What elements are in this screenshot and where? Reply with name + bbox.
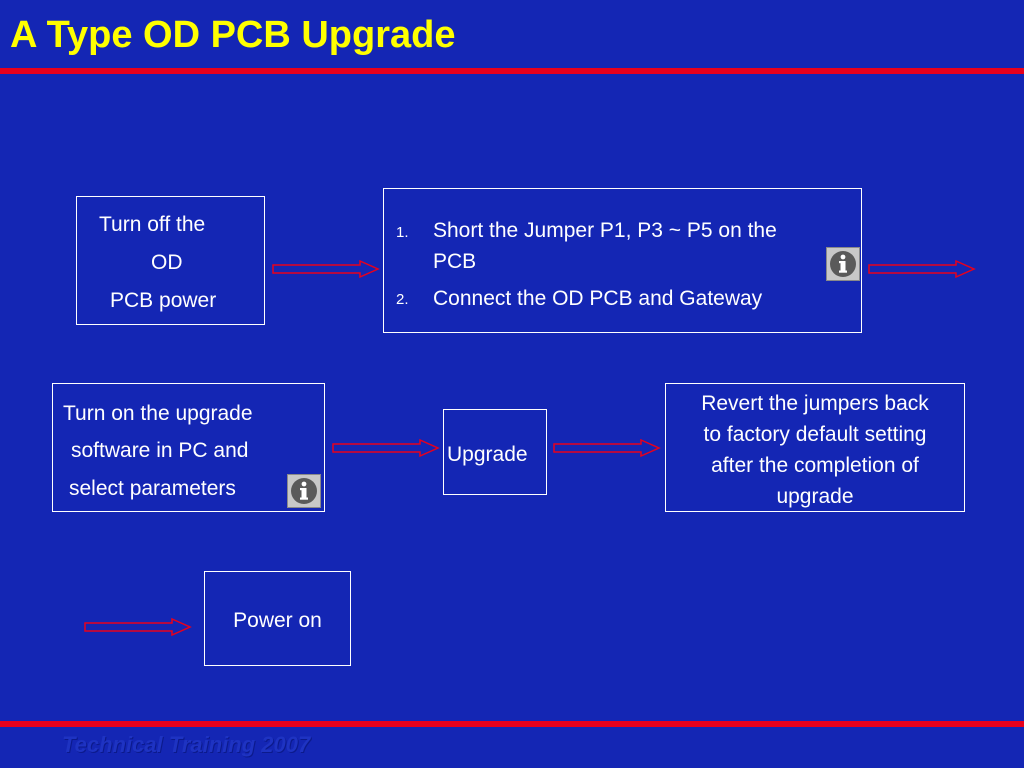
flow-arrow-4 xyxy=(553,438,661,458)
revert-line-1: Revert the jumpers back xyxy=(701,392,929,415)
turn-off-line-3: PCB power xyxy=(110,289,217,312)
step-1-line-1: Short the Jumper P1, P3 ~ P5 on the xyxy=(433,219,777,242)
step-2-line-1: Connect the OD PCB and Gateway xyxy=(433,287,763,310)
upgrade-label: Upgrade xyxy=(447,443,528,466)
flow-arrow-1 xyxy=(272,259,380,279)
power-on-label: Power on xyxy=(233,609,322,632)
jumper-steps-box: 1. Short the Jumper P1, P3 ~ P5 on the P… xyxy=(383,188,862,333)
info-icon[interactable] xyxy=(287,474,321,508)
step-number-2: 2. xyxy=(396,291,409,308)
revert-line-3: after the completion of xyxy=(711,454,919,477)
footer-text: Technical Training 2007 xyxy=(62,732,311,757)
power-on-box: Power on xyxy=(204,571,351,666)
flow-arrow-2 xyxy=(868,259,976,279)
revert-jumpers-box: Revert the jumpers back to factory defau… xyxy=(665,383,965,512)
info-glyph-icon xyxy=(291,478,317,504)
page-title: A Type OD PCB Upgrade xyxy=(10,14,456,56)
turn-on-software-box: Turn on the upgrade software in PC and s… xyxy=(52,383,325,512)
info-icon[interactable] xyxy=(826,247,860,281)
revert-line-2: to factory default setting xyxy=(703,423,927,446)
turn-off-box: Turn off the OD PCB power xyxy=(76,196,265,325)
title-divider xyxy=(0,68,1024,74)
turn-off-line-1: Turn off the xyxy=(99,213,206,236)
turn-on-line-1: Turn on the upgrade xyxy=(63,402,253,425)
upgrade-box: Upgrade xyxy=(443,409,547,495)
footer-divider xyxy=(0,721,1024,727)
turn-on-line-2: software in PC and xyxy=(71,439,249,462)
info-glyph-icon xyxy=(830,251,856,277)
flow-arrow-5 xyxy=(84,617,192,637)
turn-off-line-2: OD xyxy=(151,251,183,274)
step-number-1: 1. xyxy=(396,224,409,241)
revert-line-4: upgrade xyxy=(776,485,854,508)
turn-on-line-3: select parameters xyxy=(69,477,236,500)
flow-arrow-3 xyxy=(332,438,440,458)
step-1-line-2: PCB xyxy=(433,250,477,273)
